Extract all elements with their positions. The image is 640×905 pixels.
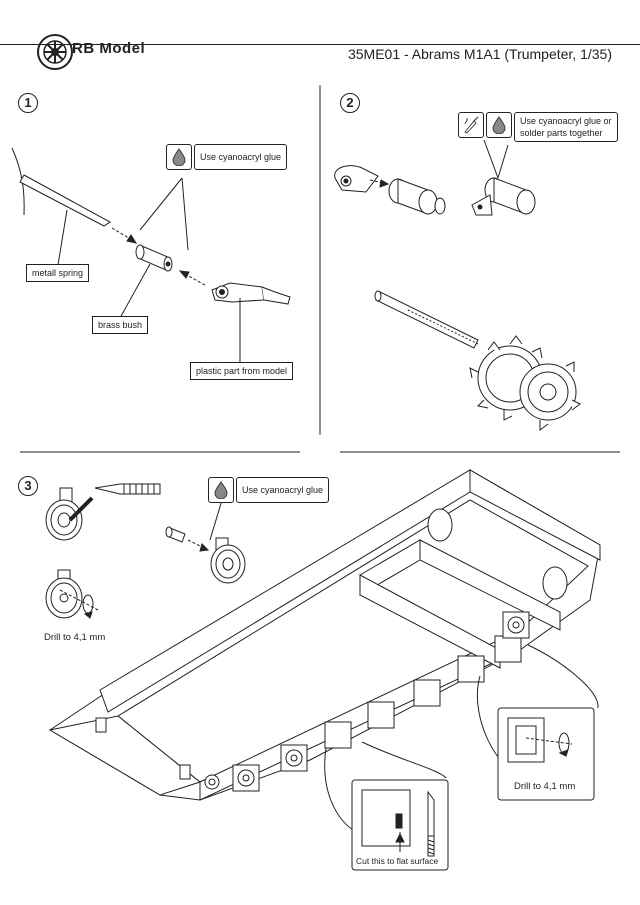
drill-note-left: Drill to 4,1 mm [44,632,106,643]
glue-drop-icon [166,144,192,170]
sprocket-wheel [477,345,577,421]
step-number-1: 1 [18,93,38,113]
label-metall-spring: metall spring [26,264,90,282]
header-rule [0,44,640,45]
glue-text-line1: Use cyanoacryl glue or [520,116,612,126]
step2-drawing [334,139,581,431]
detail-callout-bottom [324,741,449,871]
drill-rotation-icon [59,589,99,619]
glue-text: Use cyanoacryl glue [194,144,288,170]
brand-name: RB Model [72,40,146,57]
step3-small-parts [45,483,246,619]
glue-text-line2: solder parts together [520,128,603,138]
document-title: 35ME01 - Abrams M1A1 (Trumpeter, 1/35) [347,46,612,62]
label-plastic-part: plastic part from model [190,362,294,380]
glue-note-step1: Use cyanoacryl glue [166,144,288,170]
hull-drawing [48,469,601,801]
logo-wheel-icon [37,34,73,70]
glue-note-step2: Use cyanoacryl glue or solder parts toge… [458,112,618,142]
detail-callout-right [476,644,599,801]
glue-text-step2: Use cyanoacryl glue or solder parts toge… [514,112,618,142]
drill-note-right: Drill to 4,1 mm [514,781,576,792]
glue-drop-icon [486,112,512,138]
glue-drop-icon [208,477,234,503]
step1-drawing [11,147,291,362]
cut-note: Cut this to flat surface [356,856,439,866]
glue-note-step3: Use cyanoacryl glue [208,477,330,503]
step-number-3: 3 [18,476,38,496]
step-number-2: 2 [340,93,360,113]
glue-text: Use cyanoacryl glue [236,477,330,503]
suspension-mounts [232,611,530,792]
label-brass-bush: brass bush [92,316,149,334]
solder-iron-icon [458,112,484,138]
